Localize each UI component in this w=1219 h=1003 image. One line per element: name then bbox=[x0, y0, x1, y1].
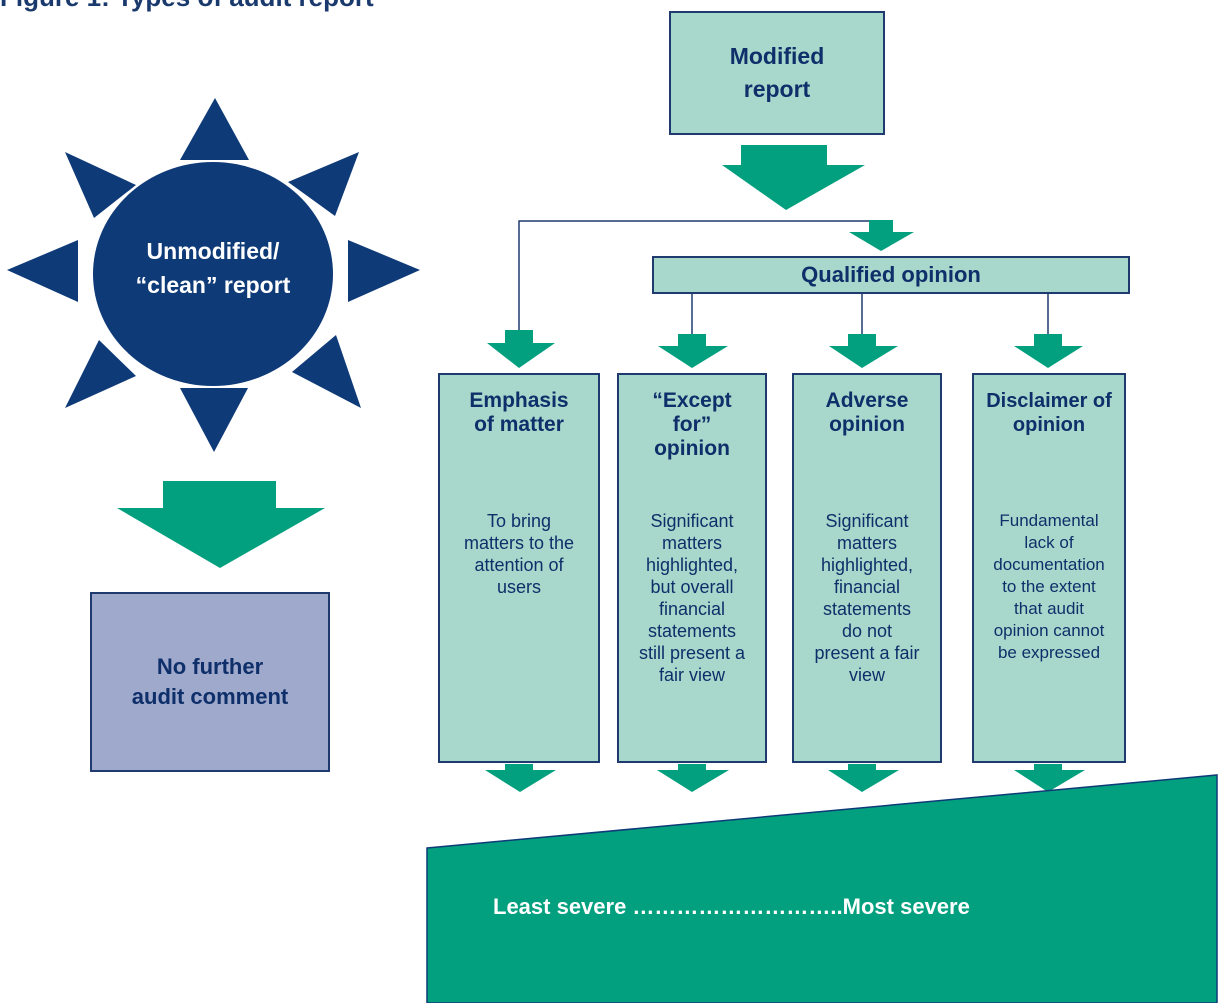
column-heading-line: Emphasis bbox=[469, 389, 569, 412]
modified-report-box: Modified report bbox=[669, 11, 885, 135]
column-body-line: view bbox=[848, 665, 885, 685]
severity-wedge bbox=[426, 774, 1218, 1003]
column-body-line: attention of bbox=[474, 555, 564, 575]
column-body-line: but overall bbox=[650, 577, 734, 597]
column-heading-line: opinion bbox=[829, 413, 905, 436]
qualified-opinion-box: Qualified opinion bbox=[652, 256, 1130, 294]
column-body-line: statements bbox=[647, 621, 737, 641]
column-disclaimer-of-opinion: Disclaimer of opinion Fundamental lack o… bbox=[972, 373, 1126, 763]
sun-ray-bottom bbox=[180, 388, 248, 452]
no-comment-label-1: No further bbox=[156, 654, 264, 679]
column-body-line: be expressed bbox=[997, 643, 1101, 662]
qualified-label: Qualified opinion bbox=[801, 262, 981, 287]
down-arrow-qualified bbox=[849, 220, 914, 251]
column-heading-line: Disclaimer of bbox=[986, 390, 1112, 412]
modified-label-2: report bbox=[743, 76, 811, 102]
sun-ray-top-right bbox=[288, 152, 359, 216]
column-arrows-top bbox=[487, 330, 1083, 368]
sun-ray-top bbox=[180, 98, 249, 160]
down-arrow-large-left bbox=[117, 481, 325, 568]
modified-label-1: Modified bbox=[729, 43, 825, 69]
column-emphasis-of-matter: Emphasis of matter To bring matters to t… bbox=[438, 373, 600, 763]
column-body-line: matters to the bbox=[463, 533, 575, 553]
column-body-line: To bring bbox=[486, 511, 552, 531]
no-further-comment-box: No further audit comment bbox=[90, 592, 330, 772]
column-body-line: lack of bbox=[1024, 533, 1074, 552]
no-comment-label-2: audit comment bbox=[131, 684, 289, 709]
column-body-line: still present a bbox=[638, 643, 746, 663]
column-body-line: documentation bbox=[993, 555, 1105, 574]
sun-label-2: “clean” report bbox=[136, 272, 291, 298]
column-body-line: fair view bbox=[658, 665, 725, 685]
column-except-for-opinion: “Except for” opinion Significant matters… bbox=[617, 373, 767, 763]
column-body-line: financial bbox=[833, 577, 901, 597]
column-heading-line: opinion bbox=[654, 437, 730, 460]
column-body-line: opinion cannot bbox=[993, 621, 1105, 640]
column-body-line: to the extent bbox=[1002, 577, 1096, 596]
column-body-line: that audit bbox=[1014, 599, 1084, 618]
sun-label-1: Unmodified/ bbox=[147, 238, 280, 264]
column-body-line: Significant bbox=[825, 511, 909, 531]
column-body-line: matters bbox=[836, 533, 897, 553]
sun-ray-top-left bbox=[65, 152, 136, 218]
column-body-line: financial bbox=[658, 599, 726, 619]
column-heading-line: opinion bbox=[1012, 414, 1086, 436]
column-heading-line: for” bbox=[672, 413, 712, 436]
sun-rays bbox=[7, 98, 420, 452]
column-adverse-opinion: Adverse opinion Significant matters high… bbox=[792, 373, 942, 763]
column-body-line: do not bbox=[841, 621, 893, 641]
column-body-line: highlighted, bbox=[820, 555, 914, 575]
sun-ray-left bbox=[7, 240, 78, 302]
column-body-line: statements bbox=[822, 599, 912, 619]
column-heading-line: of matter bbox=[474, 413, 564, 436]
column-body-line: highlighted, bbox=[645, 555, 739, 575]
severity-label: Least severe ………………………..Most severe bbox=[493, 894, 970, 919]
column-body-line: matters bbox=[661, 533, 722, 553]
column-body-line: users bbox=[496, 577, 541, 597]
figure-title-strip: Figure 1: Types of audit report bbox=[0, 0, 560, 16]
figure-title: Figure 1: Types of audit report bbox=[0, 0, 560, 10]
sun-circle bbox=[93, 162, 333, 386]
sun-ray-right bbox=[348, 240, 420, 302]
column-heading-line: “Except bbox=[652, 389, 732, 412]
connector-emphasis bbox=[518, 220, 880, 330]
column-body-line: Fundamental bbox=[999, 511, 1099, 530]
column-heading-line: Adverse bbox=[825, 389, 909, 412]
column-body-line: present a fair bbox=[814, 643, 920, 663]
column-body-line: Significant bbox=[650, 511, 734, 531]
sun-ray-bottom-right bbox=[292, 335, 361, 408]
sun-ray-bottom-left bbox=[65, 340, 136, 408]
down-arrow-large-right bbox=[722, 145, 865, 210]
column-arrows-bottom bbox=[485, 764, 1085, 792]
